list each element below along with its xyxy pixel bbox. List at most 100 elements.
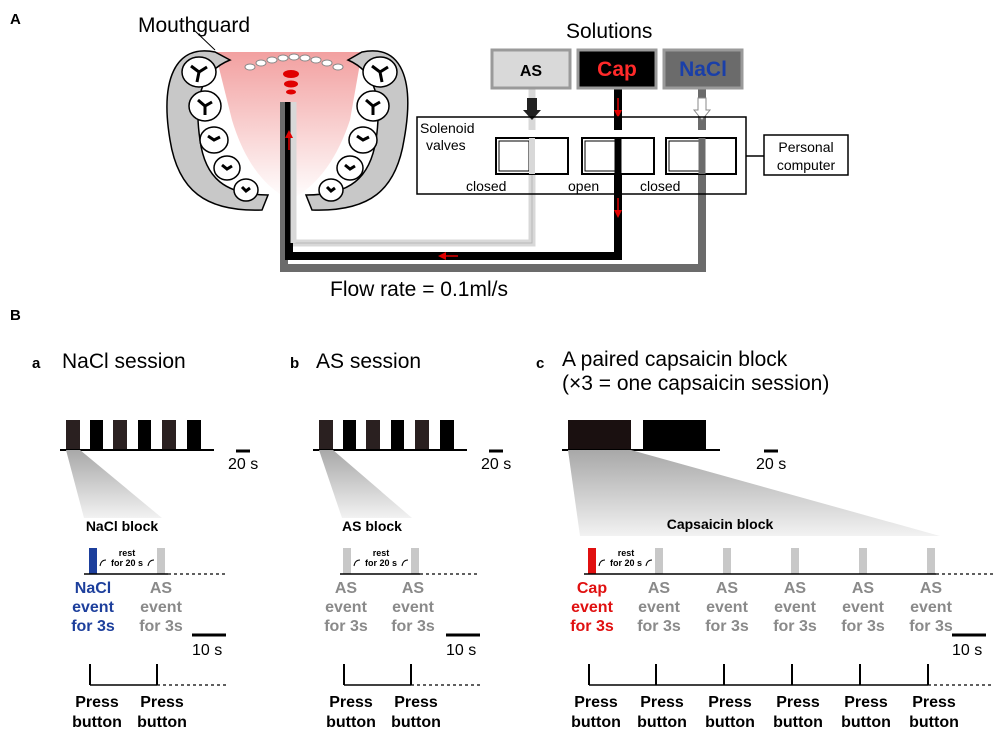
tooth-fissures <box>190 64 389 193</box>
solution-drops <box>283 70 299 95</box>
nacl-tube <box>280 102 706 272</box>
session-c-ev3-line1: AS <box>716 580 739 597</box>
valves-label-line2: valves <box>426 137 466 153</box>
session-c-scale-top: 20 s <box>756 456 786 473</box>
session-c-ev3-line3: for 3s <box>705 618 749 635</box>
session-c-press5-line2: button <box>841 714 891 731</box>
session-c-block-label: Capsaicin block <box>667 516 774 532</box>
session-c-press2-line2: button <box>637 714 687 731</box>
session-a-press1-line1: Press <box>75 694 119 711</box>
mouthguard-diagram <box>166 29 409 211</box>
session-c-ev3-line2: event <box>706 599 748 616</box>
session-b-press1-line1: Press <box>329 694 373 711</box>
session-a-ev2-line1: AS <box>150 580 173 597</box>
session-a-press2-line1: Press <box>140 694 184 711</box>
session-a-as-event <box>157 548 165 574</box>
session-c-as-event-3 <box>791 548 799 574</box>
session-c-press1-line2: button <box>571 714 621 731</box>
solutions-label: Solutions <box>566 20 652 43</box>
session-a-zoom <box>66 450 162 518</box>
session-c-press-ticks <box>588 664 929 685</box>
nacl-valve-state: closed <box>640 178 680 194</box>
computer-line1: Personal <box>778 139 833 155</box>
session-a-rest-line2: for 20 s <box>111 558 143 568</box>
session-c-press4-line2: button <box>773 714 823 731</box>
session-b-letter: b <box>290 355 299 372</box>
flow-arrows <box>285 130 622 260</box>
session-b-press2-line1: Press <box>394 694 438 711</box>
session-c-ev1-line1: Cap <box>577 580 607 597</box>
flow-rate-label: Flow rate = 0.1ml/s <box>330 278 508 301</box>
session-a-rest-line1: rest <box>119 548 136 558</box>
session-c-title-line2: (×3 = one capsaicin session) <box>562 372 829 395</box>
session-a-scale-top: 20 s <box>228 456 258 473</box>
session-a-ev2-line3: for 3s <box>139 618 183 635</box>
session-b-press2-line2: button <box>391 714 441 731</box>
session-c-press3-line1: Press <box>708 694 752 711</box>
computer-line2: computer <box>777 157 836 173</box>
nacl-label: NaCl <box>679 58 727 81</box>
session-c-press1-line1: Press <box>574 694 618 711</box>
session-b-rest-line2: for 20 s <box>365 558 397 568</box>
session-c-as-event-1 <box>655 548 663 574</box>
session-b-ev1-line1: AS <box>335 580 358 597</box>
session-b-block-label: AS block <box>342 518 402 534</box>
session-b-as-event-2 <box>411 548 419 574</box>
solution-as: AS <box>490 48 572 130</box>
session-c-ev5-line2: event <box>842 599 884 616</box>
session-b-scale-top: 20 s <box>481 456 511 473</box>
session-a-blocks <box>60 420 214 451</box>
session-c-ev6-line1: AS <box>920 580 943 597</box>
cap-down-arrow <box>614 110 622 118</box>
panel-b-letter: B <box>10 307 21 324</box>
session-b-ev2-line1: AS <box>402 580 425 597</box>
as-down-arrow <box>523 98 541 120</box>
session-c-as-event-2 <box>723 548 731 574</box>
session-c-title-line1: A paired capsaicin block <box>562 348 788 371</box>
as-valve-state: closed <box>466 178 506 194</box>
session-b-blocks <box>313 420 467 451</box>
cap-valve-state: open <box>568 178 599 194</box>
cap-label: Cap <box>597 58 637 81</box>
session-c-rest-line2: for 20 s <box>610 558 642 568</box>
session-a-letter: a <box>32 355 41 372</box>
session-b-press1-line2: button <box>326 714 376 731</box>
palatal-ridge <box>244 53 344 71</box>
session-a-scale-bottom: 10 s <box>192 642 222 659</box>
session-a-press1-line2: button <box>72 714 122 731</box>
session-c-letter: c <box>536 355 544 372</box>
session-b-ev2-line3: for 3s <box>391 618 435 635</box>
session-c-as-event-5 <box>927 548 935 574</box>
session-c-zoom <box>568 450 940 536</box>
valves-label-line1: Solenoid <box>420 120 475 136</box>
session-b-ev1-line2: event <box>325 599 367 616</box>
session-c-ev5-line1: AS <box>852 580 875 597</box>
session-c-press6-line1: Press <box>912 694 956 711</box>
session-a-ev2-line2: event <box>140 599 182 616</box>
session-c-ev2-line3: for 3s <box>637 618 681 635</box>
session-c-press3-line2: button <box>705 714 755 731</box>
nacl-down-arrow <box>692 97 712 121</box>
session-b-rest-line1: rest <box>373 548 390 558</box>
computer-box <box>763 134 849 176</box>
session-c-press5-line1: Press <box>844 694 888 711</box>
session-c-cap-event <box>588 548 596 574</box>
session-b-zoom <box>319 450 412 518</box>
session-c-ev5-line3: for 3s <box>841 618 885 635</box>
session-a-block-label: NaCl block <box>86 518 159 534</box>
solution-cap: Cap <box>576 48 658 130</box>
session-a: a NaCl session 20 s NaCl block rest for … <box>32 350 258 731</box>
solenoid-valves <box>416 116 747 195</box>
session-c-ev1-line2: event <box>571 599 613 616</box>
session-c-press2-line1: Press <box>640 694 684 711</box>
session-c-ev2-line2: event <box>638 599 680 616</box>
as-label: AS <box>520 63 543 80</box>
session-c-ev4-line1: AS <box>784 580 807 597</box>
panel-a-letter: A <box>10 11 21 28</box>
session-a-title: NaCl session <box>62 350 186 373</box>
as-box <box>490 48 572 90</box>
session-a-ev1-line2: event <box>72 599 114 616</box>
session-c-ev6-line3: for 3s <box>909 618 953 635</box>
session-a-ev1-line3: for 3s <box>71 618 115 635</box>
